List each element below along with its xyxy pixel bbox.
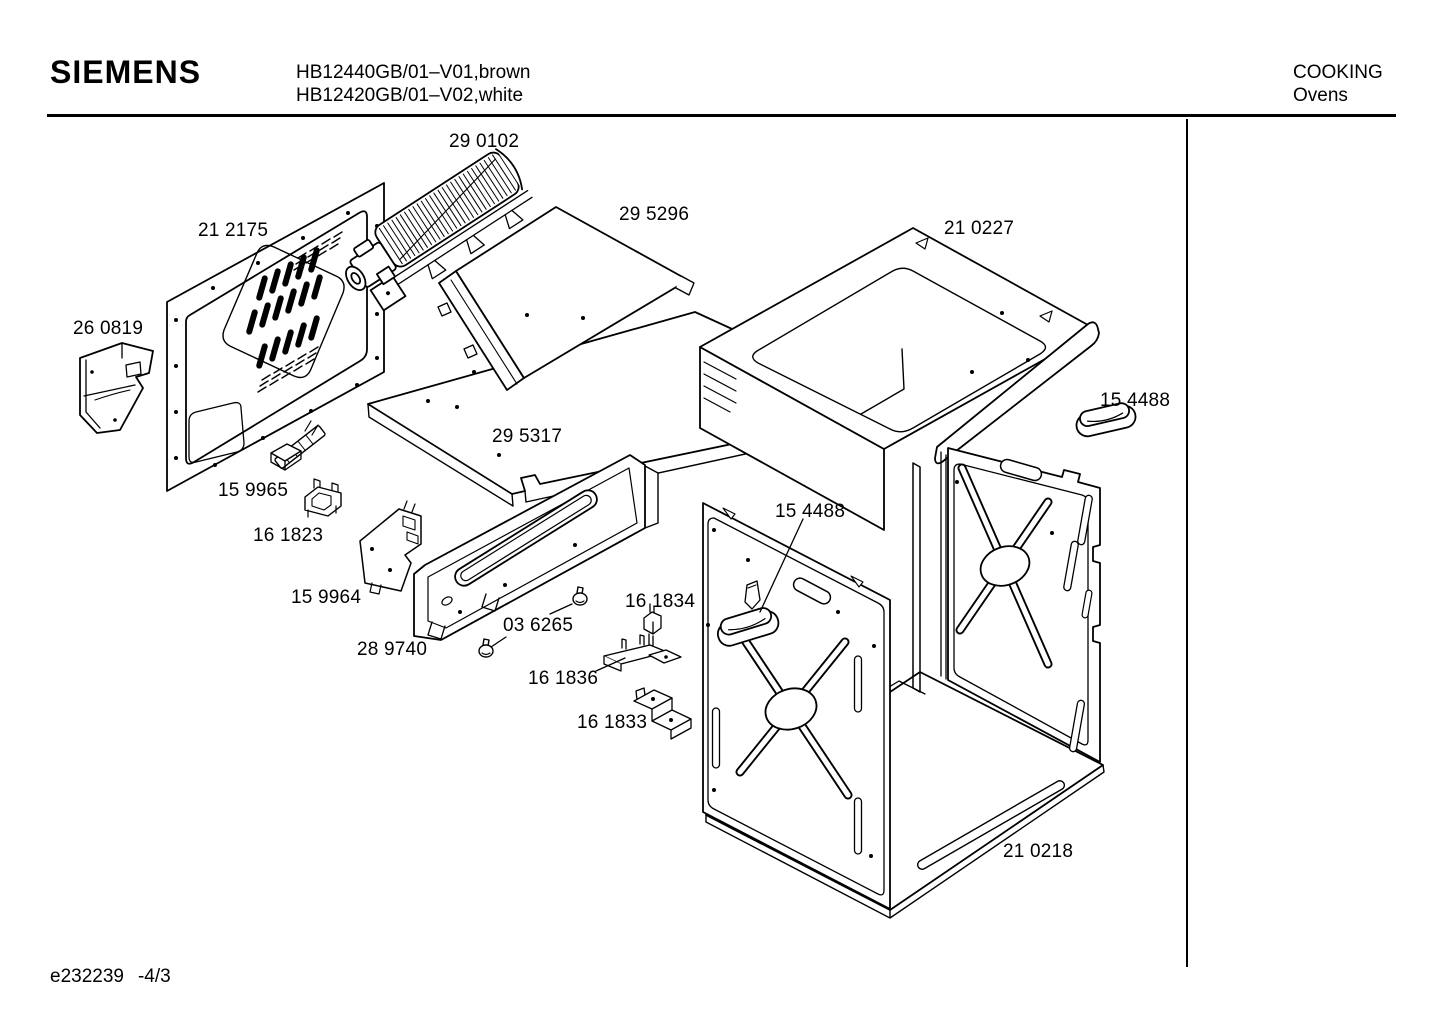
part-label-16-1834: 16 1834 <box>625 591 696 612</box>
leader-lines <box>490 518 804 672</box>
heating-element-slots <box>246 247 323 369</box>
part-label-15-4488-top: 15 4488 <box>1100 390 1171 411</box>
part-label-21-0218: 21 0218 <box>1003 841 1074 862</box>
part-label-26-0819: 26 0819 <box>73 318 144 339</box>
part-terminal-15-9965 <box>270 420 326 471</box>
part-label-16-1833: 16 1833 <box>577 712 648 733</box>
part-top-panel-21-0227 <box>699 227 1100 531</box>
page-reference: -4/3 <box>137 966 171 987</box>
document-number: e232239 <box>50 966 124 987</box>
part-bracket-16-1836 <box>603 634 682 672</box>
model-line-1: HB12440GB/01–V01,brown <box>296 62 531 83</box>
element-springs <box>257 231 343 393</box>
part-label-29-0102: 29 0102 <box>449 131 520 152</box>
part-label-15-9964: 15 9964 <box>291 587 362 608</box>
brand-logo: SIEMENS <box>50 54 202 90</box>
part-label-15-4488-mid: 15 4488 <box>775 501 846 522</box>
right-column-rule <box>1186 119 1188 967</box>
category-block: COOKING Ovens <box>1293 61 1383 107</box>
part-stud-16-1834 <box>643 603 662 647</box>
part-handle-15-4488-top <box>1075 402 1137 438</box>
part-clip-16-1823 <box>304 478 342 518</box>
category-title: COOKING <box>1293 62 1383 83</box>
part-fan-29-0102 <box>345 148 533 312</box>
part-back-panel-21-2175 <box>166 182 385 492</box>
part-label-21-0227: 21 0227 <box>944 218 1015 239</box>
part-front-panel-28-9740 <box>413 454 659 641</box>
part-air-duct-26-0819 <box>79 342 154 434</box>
part-z-bracket-16-1833 <box>633 687 692 740</box>
part-label-28-9740: 28 9740 <box>357 639 428 660</box>
part-handle-15-4488-mid <box>716 607 780 647</box>
part-label-16-1836: 16 1836 <box>528 668 599 689</box>
part-cover-29-5296 <box>437 206 695 391</box>
model-numbers: HB12440GB/01–V01,brown HB12420GB/01–V02,… <box>296 61 531 107</box>
part-mounting-plate-15-9964 <box>359 500 422 595</box>
category-subtitle: Ovens <box>1293 85 1348 106</box>
part-label-29-5317: 29 5317 <box>492 426 563 447</box>
model-line-2: HB12420GB/01–V02,white <box>296 85 524 106</box>
part-label-15-9965: 15 9965 <box>218 480 289 501</box>
part-label-16-1823: 16 1823 <box>253 525 324 546</box>
part-label-03-6265: 03 6265 <box>503 615 574 636</box>
part-label-21-2175: 21 2175 <box>198 220 269 241</box>
part-label-29-5296: 29 5296 <box>619 204 690 225</box>
header-rule <box>47 114 1396 117</box>
part-screws-03-6265 <box>478 586 588 658</box>
footer: e232239 -4/3 <box>50 966 171 988</box>
part-casing-21-0218 <box>702 447 1105 919</box>
